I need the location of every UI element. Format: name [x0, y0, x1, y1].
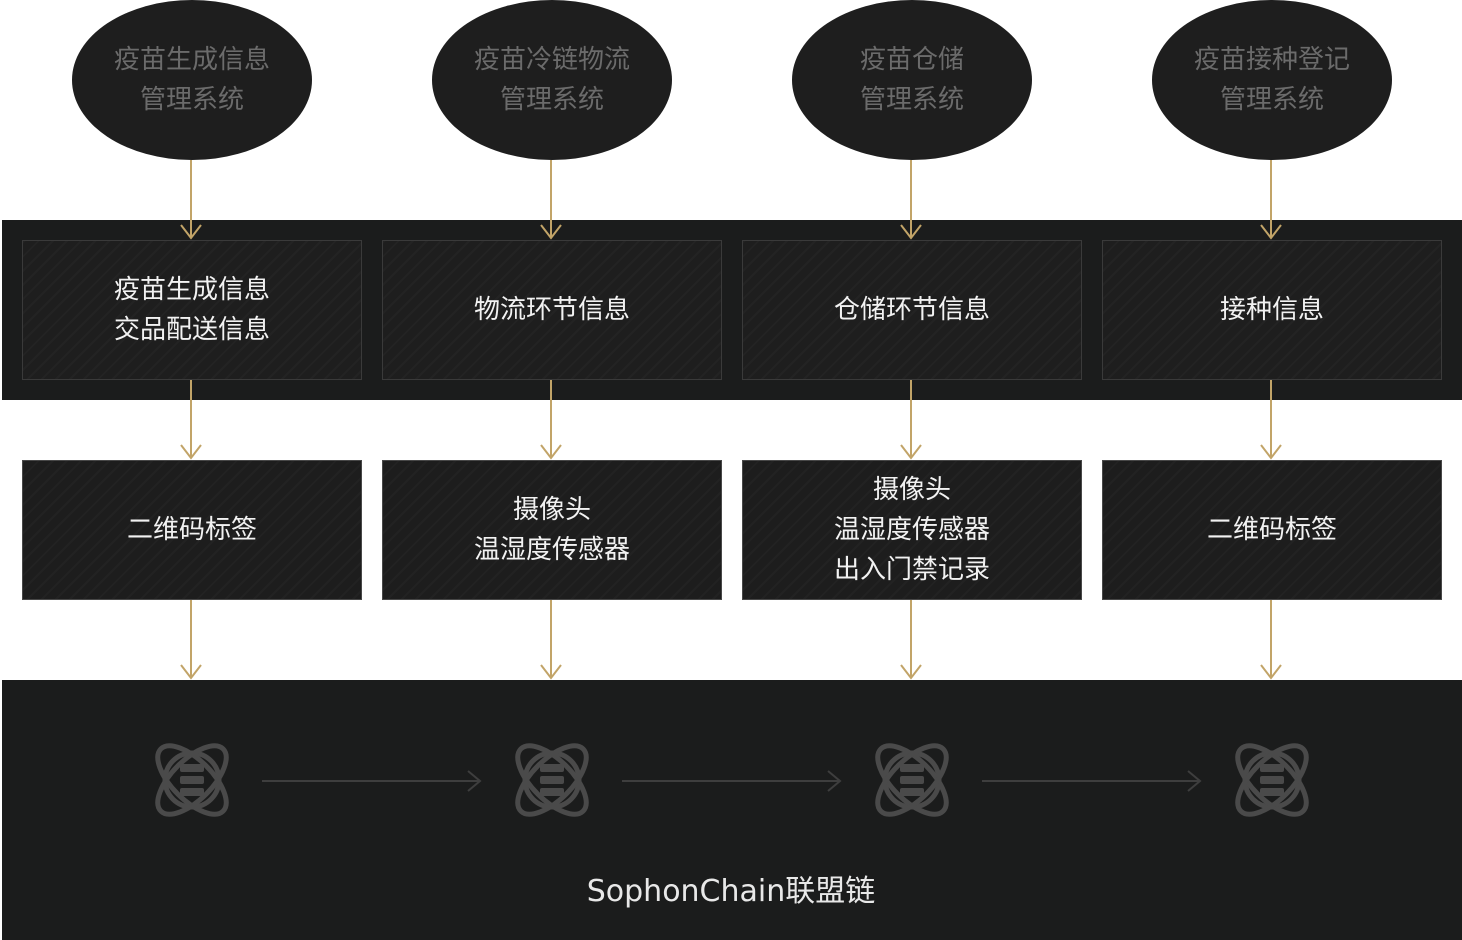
system-line: 疫苗生成信息 [113, 45, 270, 75]
info-line: 交品配送信息 [113, 315, 270, 345]
device-line: 二维码标签 [126, 515, 257, 545]
flow-arrow [1260, 600, 1282, 680]
info-line: 疫苗生成信息 [113, 275, 270, 305]
system-ellipse: 疫苗冷链物流 管理系统 [432, 0, 672, 160]
device-box: 二维码标签 [22, 460, 362, 600]
info-box: 物流环节信息 [382, 240, 722, 380]
flow-arrow [540, 600, 562, 680]
blockchain-node-icon [1235, 743, 1309, 817]
device-line: 摄像头 [512, 495, 591, 525]
blockchain-node-icon [155, 743, 229, 817]
device-line: 温湿度传感器 [473, 535, 630, 565]
blockchain-node-icon [515, 743, 589, 817]
info-line: 仓储环节信息 [833, 295, 990, 325]
system-ellipse: 疫苗生成信息 管理系统 [72, 0, 312, 160]
info-line: 物流环节信息 [473, 295, 630, 325]
device-line: 二维码标签 [1206, 515, 1337, 545]
info-box: 仓储环节信息 [742, 240, 1082, 380]
system-line: 管理系统 [859, 85, 964, 115]
device-box: 二维码标签 [1102, 460, 1442, 600]
system-line: 管理系统 [499, 85, 604, 115]
chain-label: SophonChain联盟链 [586, 874, 876, 909]
system-line: 疫苗仓储 [859, 45, 964, 75]
system-line: 疫苗接种登记 [1193, 45, 1350, 75]
info-box: 疫苗生成信息 交品配送信息 [22, 240, 362, 380]
chain-band [2, 680, 1462, 940]
system-ellipse: 疫苗接种登记 管理系统 [1152, 0, 1392, 160]
info-box: 接种信息 [1102, 240, 1442, 380]
device-box: 摄像头 温湿度传感器 出入门禁记录 [742, 460, 1082, 600]
system-line: 管理系统 [139, 85, 244, 115]
device-line: 温湿度传感器 [833, 515, 990, 545]
system-line: 疫苗冷链物流 [473, 45, 630, 75]
device-line: 出入门禁记录 [833, 555, 990, 585]
device-box: 摄像头 温湿度传感器 [382, 460, 722, 600]
system-line: 管理系统 [1219, 85, 1324, 115]
system-ellipse: 疫苗仓储 管理系统 [792, 0, 1032, 160]
info-line: 接种信息 [1219, 295, 1324, 325]
flow-arrow [180, 600, 202, 680]
blockchain-node-icon [875, 743, 949, 817]
flow-arrow [900, 600, 922, 680]
device-line: 摄像头 [872, 475, 951, 505]
